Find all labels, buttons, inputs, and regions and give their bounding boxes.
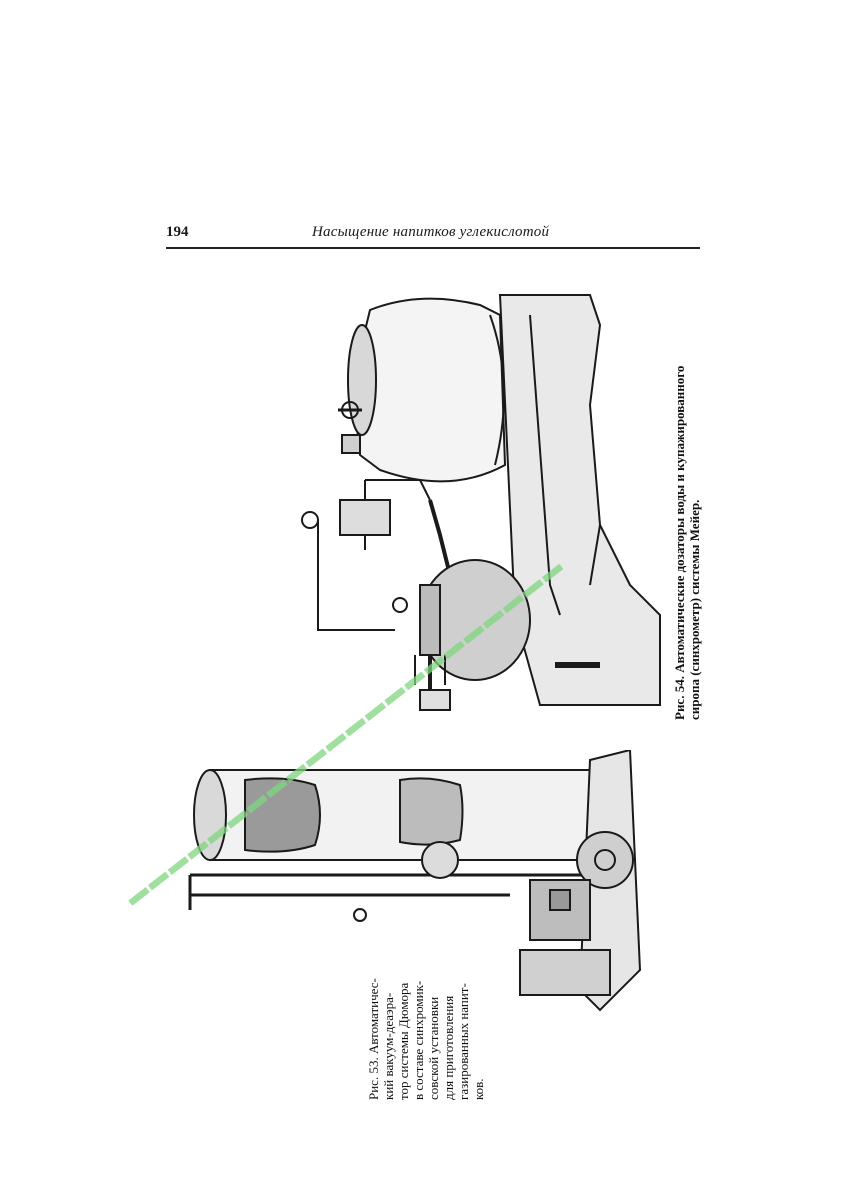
figure-53-caption: Рис. 53. Автоматичес- кий вакуум-деаэра-… [366, 978, 486, 1100]
figure-53-caption-line1: Рис. 53. Автоматичес- [366, 978, 381, 1100]
figure-53-caption-line8: ков. [471, 1078, 486, 1100]
figure-54-caption: Рис. 54. Автоматические дозаторы воды и … [672, 366, 702, 720]
figure-53-illustration [188, 750, 642, 1012]
running-title: Насыщение напитков углекислотой [312, 224, 550, 240]
figure-53-caption-line7: газированных напит- [456, 983, 471, 1100]
figure-54-caption-line2: сиропа (синхрометр) системы Мейер. [687, 499, 702, 720]
figure-54-illustration [301, 294, 661, 711]
figure-53-caption-line2: кий вакуум-деаэра- [381, 992, 396, 1100]
figure-53-caption-line5: совской установки [426, 996, 441, 1100]
figure-54-caption-line1: Рис. 54. Автоматические дозаторы воды и … [672, 365, 687, 720]
figure-53-caption-line6: для приготовления [441, 995, 456, 1100]
page-number: 194 [166, 224, 189, 240]
header-rule [166, 247, 700, 249]
page-header: 194 Насыщение напитков углекислотой [166, 224, 700, 248]
figure-53-caption-line3: тор системы Дюмора [396, 982, 411, 1100]
figure-53-caption-line4: в составе синхромик- [411, 980, 426, 1100]
